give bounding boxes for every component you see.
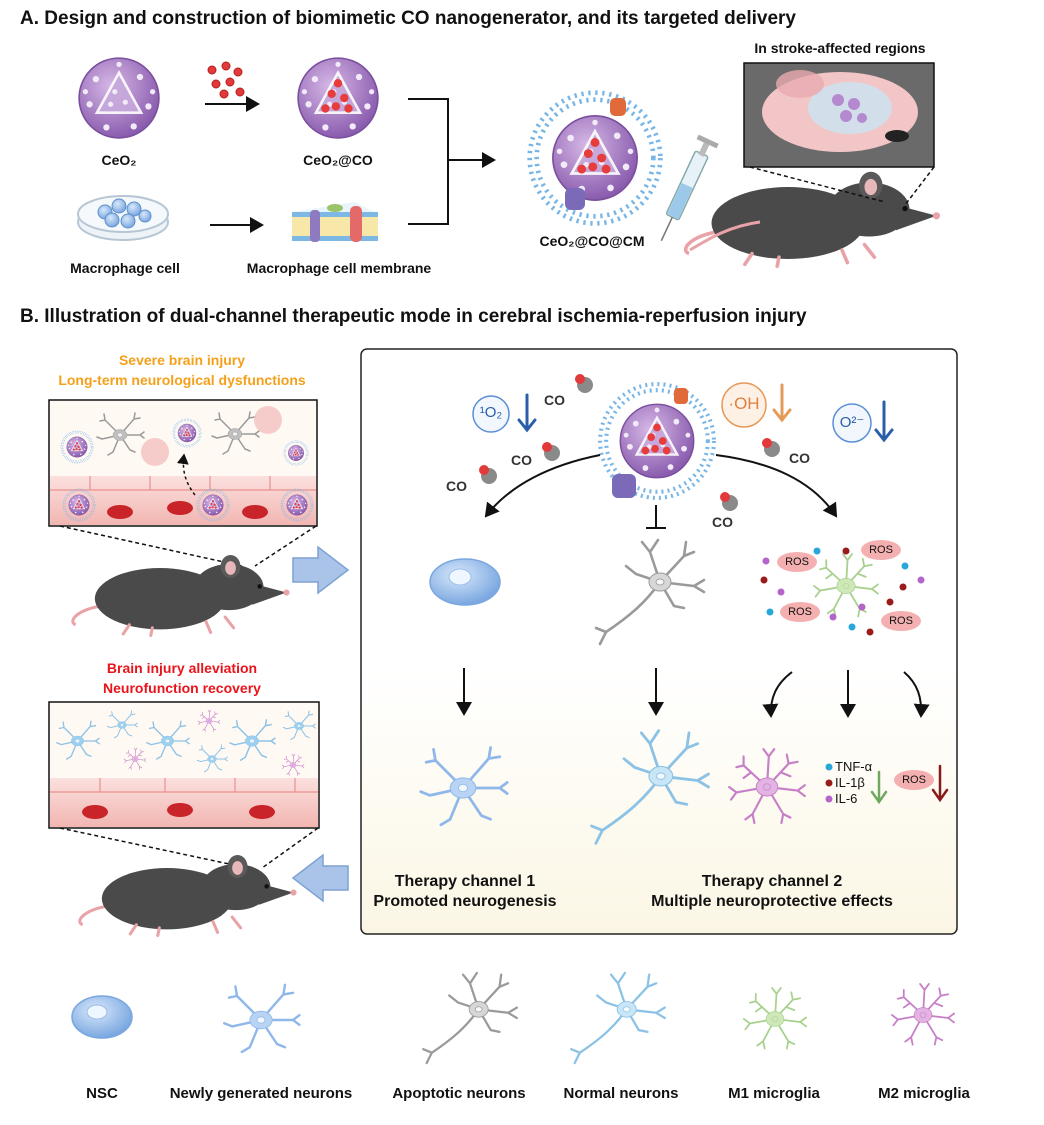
- ceo2-nanoparticle: [77, 56, 161, 140]
- legend-m1-icon: [743, 987, 807, 1050]
- therapy-channel-1: Therapy channel 1 Promoted neurogenesis: [345, 872, 585, 912]
- severe-line-1: Severe brain injury: [118, 352, 246, 368]
- legend-apoptotic-label: Apoptotic neurons: [392, 1085, 526, 1102]
- severe-injury-heading: Severe brain injury Long-term neurologic…: [22, 350, 342, 390]
- ros-text-3: ROS: [788, 606, 812, 618]
- downstream-arrows: [456, 668, 930, 718]
- legend-newly-generated-label: Newly generated neurons: [169, 1085, 353, 1102]
- merge-bracket: [408, 98, 496, 225]
- legend-m2-icon: [891, 983, 955, 1046]
- section-a-title: A. Design and construction of biomimetic…: [20, 8, 796, 29]
- petri-dish: [77, 195, 169, 241]
- ceo2-co-nanoparticle: [298, 58, 378, 138]
- cytokine-tnf: TNF-α: [835, 759, 873, 774]
- mechanism-panel: [360, 348, 958, 935]
- mouse-injured: [71, 553, 292, 637]
- m1-glow-cells: [141, 406, 282, 466]
- legend-m2-label: M2 microglia: [878, 1085, 970, 1102]
- vessel-recovery-box: [48, 701, 320, 829]
- ceo2-co-cm-label: CeO₂@CO@CM: [539, 233, 645, 249]
- legend-nsc-icon: [71, 995, 133, 1039]
- right-block-arrow: [292, 545, 350, 595]
- co-molecules: [207, 61, 245, 99]
- decrease-arrows: [517, 383, 894, 443]
- legend-m1-label: M1 microglia: [728, 1085, 820, 1102]
- box1-link-left: [59, 525, 243, 567]
- membrane-proteins: [565, 98, 626, 210]
- pathway-arrows: [484, 454, 838, 529]
- left-block-arrow: [291, 853, 349, 903]
- co-molecules-panel: [479, 374, 780, 511]
- vessel-injury-box: [48, 399, 318, 527]
- section-b-title: B. Illustration of dual-channel therapeu…: [20, 306, 807, 327]
- ros-decrease-arrow: [931, 764, 949, 803]
- section-a-diagram: [77, 56, 942, 268]
- ceo2-label: CeO₂: [101, 152, 137, 168]
- inflammation-cluster: [760, 540, 925, 636]
- ros-text-2: ROS: [869, 544, 893, 556]
- co-label-1: CO: [544, 392, 565, 408]
- legend-apoptotic-icon: [422, 971, 518, 1065]
- macrophage-cell-label: Macrophage cell: [70, 260, 180, 276]
- singlet-oxygen-label: ¹O₂: [479, 404, 503, 421]
- co-label-3: CO: [446, 478, 467, 494]
- legend-nsc-label: NSC: [86, 1085, 118, 1102]
- cytokine-list-dots: [825, 763, 833, 803]
- legend-icons: [71, 971, 955, 1065]
- mouse-recipient: [683, 169, 942, 268]
- mouse-recipient-tail: [689, 220, 761, 252]
- macrophage-membrane-label: Macrophage cell membrane: [246, 260, 432, 276]
- box1-link-right: [254, 525, 317, 567]
- ros-text-4: ROS: [889, 615, 913, 627]
- ceo2-co-cm-nanogenerator: [530, 93, 661, 224]
- stroke-brain-inset: [743, 62, 935, 168]
- species-bubbles: [472, 382, 872, 443]
- legend-newly-generated-icon: [222, 983, 301, 1054]
- box2-link-right: [261, 827, 319, 869]
- ros-badge-reduced: [894, 770, 934, 790]
- central-nanogenerator: [600, 384, 714, 498]
- co-label-4: CO: [789, 450, 810, 466]
- alleviation-line-1: Brain injury alleviation: [106, 660, 258, 676]
- cytokine-il6: IL-6: [835, 791, 858, 806]
- inset-link-left: [749, 166, 886, 203]
- cytokine-il1b: IL-1β: [835, 775, 865, 790]
- legend-normal-label: Normal neurons: [563, 1085, 679, 1102]
- stroke-regions-label: In stroke-affected regions: [754, 40, 926, 56]
- channel2-title: Therapy channel 2: [701, 873, 843, 890]
- cell-membrane-slab: [292, 202, 378, 242]
- box2-link-left: [59, 827, 249, 869]
- cytokine-dots: [760, 547, 925, 636]
- alleviation-line-2: Neurofunction recovery: [103, 680, 261, 696]
- therapy-channel-2: Therapy channel 2 Multiple neuroprotecti…: [620, 872, 924, 912]
- alleviation-heading: Brain injury alleviation Neurofunction r…: [22, 658, 342, 698]
- ros-badges: [777, 540, 921, 631]
- ceo2-co-label: CeO₂@CO: [303, 152, 373, 168]
- superoxide-label: O²⁻: [839, 414, 865, 431]
- channel1-subtitle: Promoted neurogenesis: [373, 893, 557, 910]
- cytokine-decrease-arrow: [870, 770, 888, 805]
- inset-link-right: [904, 166, 935, 206]
- co-label-2: CO: [511, 452, 532, 468]
- legend-normal-icon: [570, 971, 666, 1065]
- channel2-subtitle: Multiple neuroprotective effects: [651, 893, 893, 910]
- syringe: [660, 134, 719, 242]
- hydroxyl-label: ·OH: [728, 394, 760, 413]
- severe-line-2: Long-term neurological dysfunctions: [58, 372, 306, 388]
- ros-text-1: ROS: [785, 556, 809, 568]
- channel1-title: Therapy channel 1: [394, 873, 536, 890]
- co-label-5: CO: [712, 514, 733, 530]
- ros-text-reduced: ROS: [902, 774, 926, 786]
